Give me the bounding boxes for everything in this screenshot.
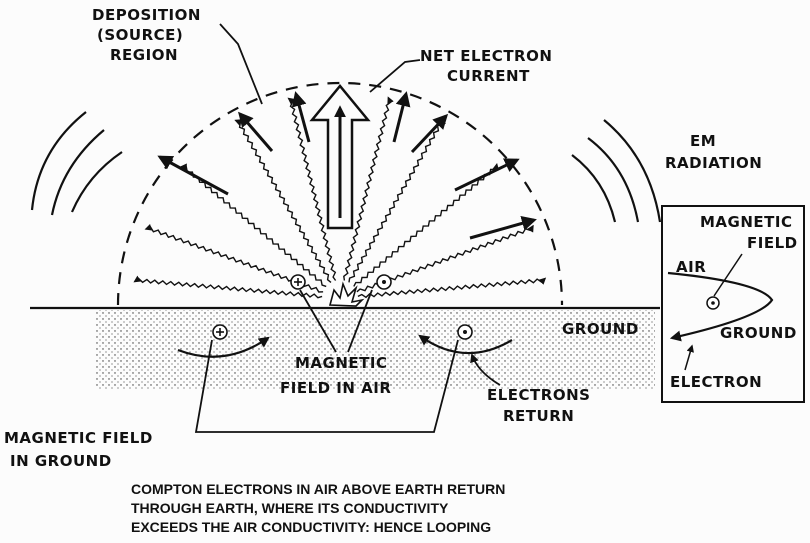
inset-label-field: FIELD [747,234,798,252]
label-em-2: RADIATION [665,154,762,172]
label-electrons-1: ELECTRONS [487,386,590,404]
electron-ray [353,163,500,287]
electron-ray [287,97,337,281]
source-region-dome [116,81,564,306]
label-deposition-2: (SOURCE) [97,26,183,44]
electron-ray [234,119,332,283]
electron-return-arc-right [418,334,513,355]
label-electrons-2: RETURN [503,407,574,425]
label-mag-ground-2: IN GROUND [10,452,112,470]
electron-return-arc-left [177,336,270,358]
em-radiation-arcs-left [30,111,123,216]
label-mag-air-1: MAGNETIC [295,354,387,372]
leader-lines [194,23,459,433]
inset-panel: MAGNETIC FIELD AIR GROUND ELECTRON [661,205,805,403]
burst-icon [328,281,365,307]
ground-stipple [95,310,655,390]
electron-ray [133,275,323,299]
em-radiation-arcs-right [571,119,662,223]
label-em-1: EM [690,132,716,150]
electron-ray [357,277,547,299]
inset-label-electron: ELECTRON [670,373,762,391]
electron-ray [348,117,446,283]
label-mag-air-2: FIELD IN AIR [280,379,391,397]
field-in-ground-symbols [212,324,473,340]
inset-label-air: AIR [676,258,706,276]
label-deposition-3: REGION [110,46,178,64]
caption-line-1: COMPTON ELECTRONS IN AIR ABOVE EARTH RET… [131,481,505,497]
inset-label-magnetic: MAGNETIC [700,213,792,231]
outward-arrows [157,91,537,240]
field-in-air-symbols [290,274,392,290]
label-mag-ground-1: MAGNETIC FIELD [4,429,153,447]
caption-line-2: THROUGH EARTH, WHERE ITS CONDUCTIVITY [131,500,449,516]
electrons-return-pointer [470,353,501,386]
electron-ray [179,163,327,288]
label-ground: GROUND [562,320,639,338]
net-current-arrow [309,84,371,230]
label-net-current-2: CURRENT [447,67,530,85]
label-deposition-1: DEPOSITION [92,6,201,24]
label-net-current-1: NET ELECTRON [420,47,552,65]
electron-ray [343,96,394,281]
inset-label-ground: GROUND [720,324,797,342]
caption-line-3: EXCEEDS THE AIR CONDUCTIVITY: HENCE LOOP… [131,519,491,535]
